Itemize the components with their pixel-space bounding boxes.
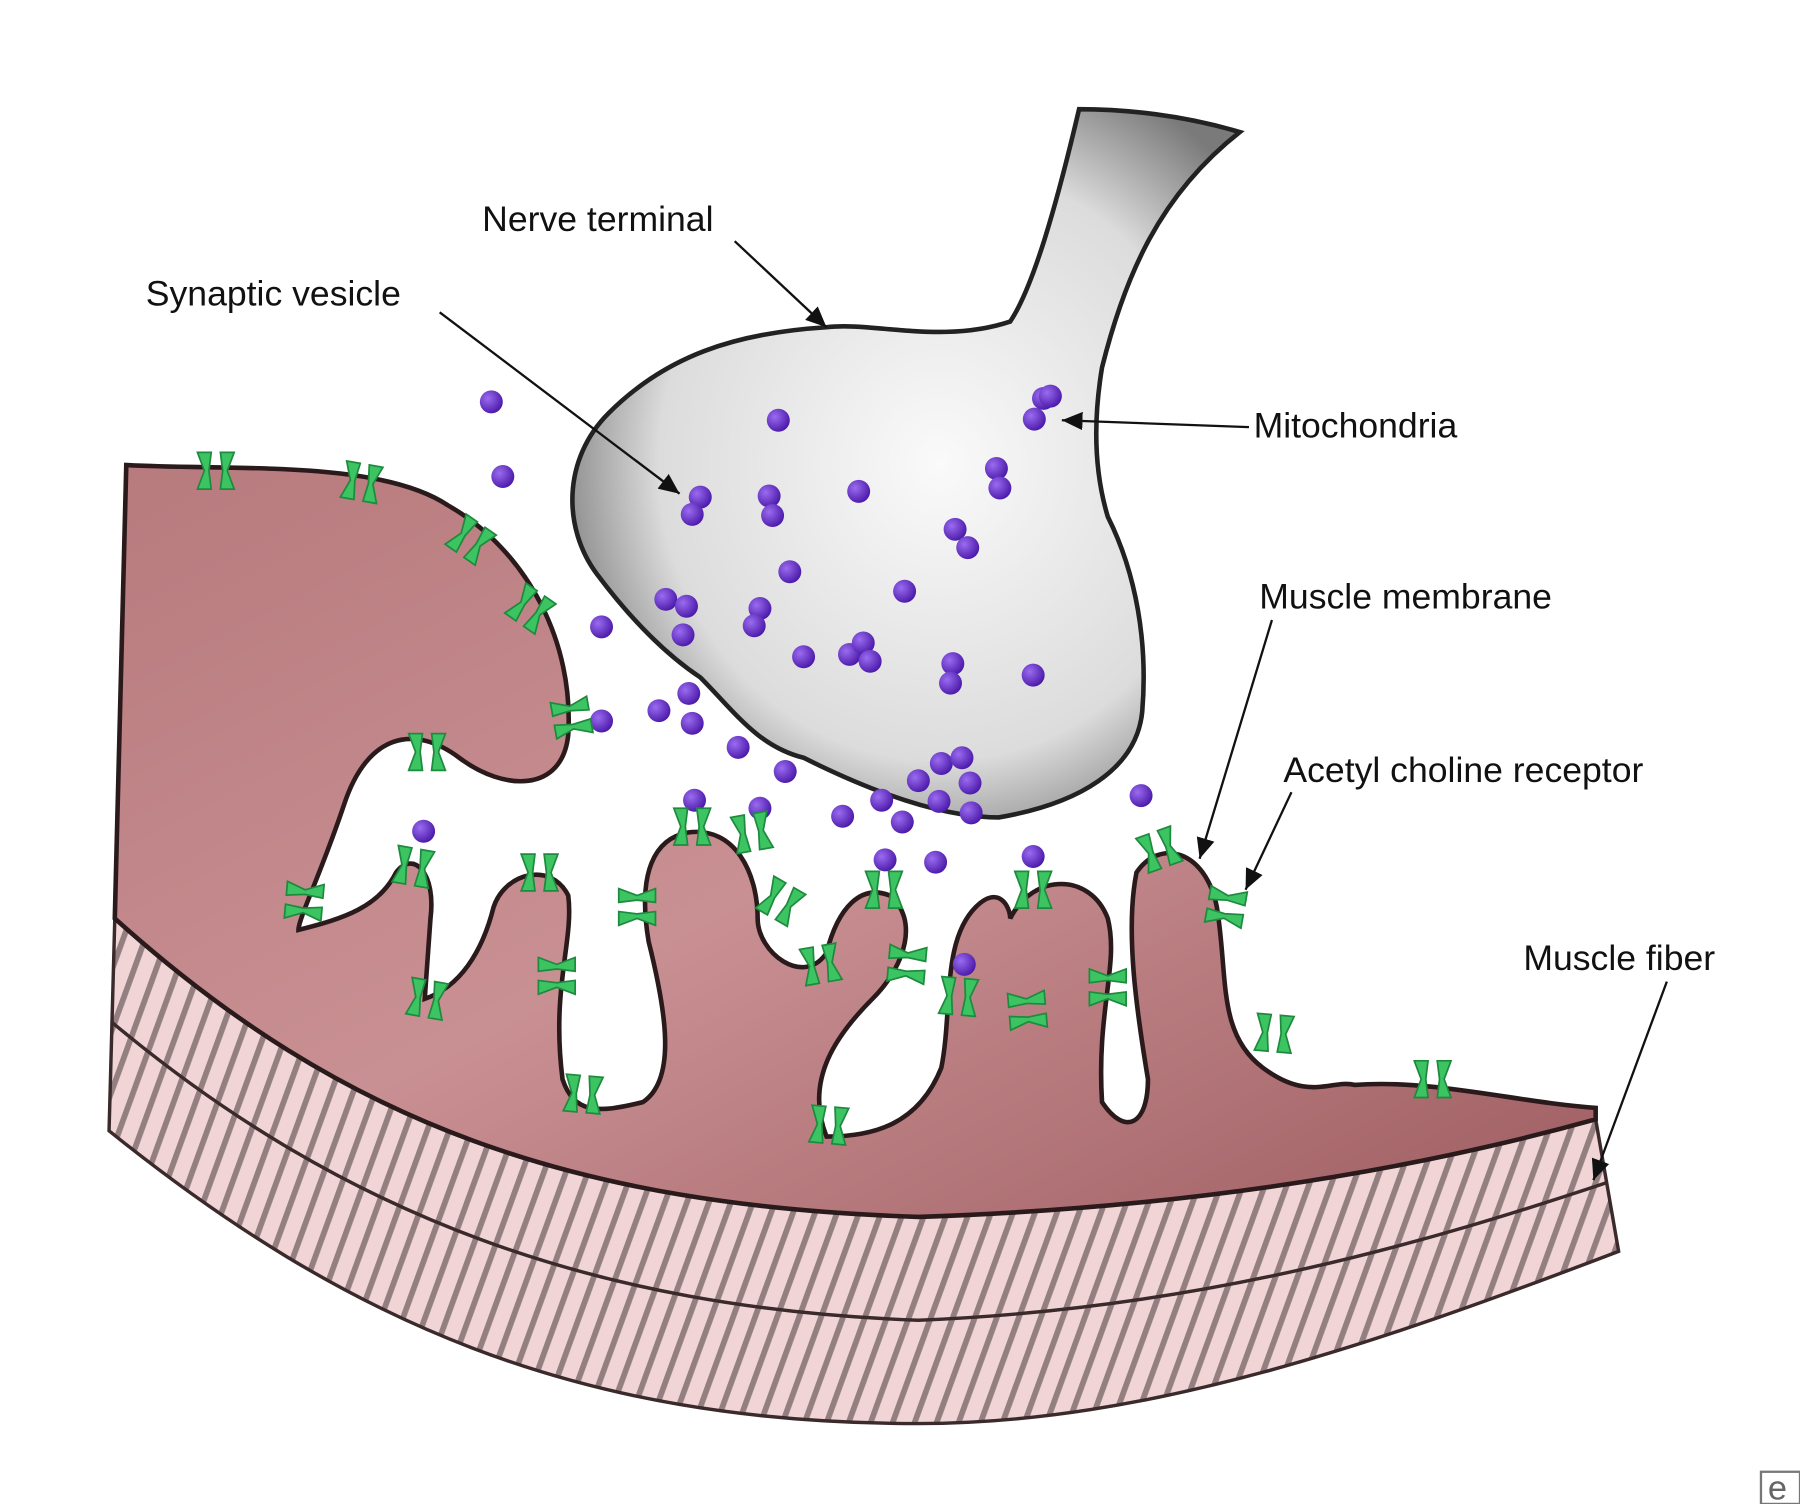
- receptor: [1006, 989, 1049, 1032]
- vesicle: [1022, 407, 1046, 431]
- label-synaptic-vesicle: Synaptic vesicle: [146, 273, 401, 313]
- vesicle: [847, 479, 871, 503]
- receptor: [1088, 967, 1128, 1007]
- receptor: [404, 976, 450, 1022]
- vesicle: [858, 649, 882, 673]
- label-muscle-membrane: Muscle membrane: [1259, 577, 1552, 617]
- vesicle: [680, 711, 704, 735]
- receptor: [338, 459, 385, 505]
- receptor: [798, 942, 844, 987]
- vesicle: [757, 484, 781, 508]
- acetylcholine-receptor-pointer: [1244, 791, 1293, 891]
- muscle-fiber-pointer: [1591, 981, 1668, 1181]
- receptor: [561, 1073, 605, 1115]
- vesicle: [831, 804, 855, 828]
- receptor: [519, 853, 560, 892]
- acetylcholine-receptors: [196, 451, 1453, 1146]
- vesicle: [893, 579, 917, 603]
- receptor: [672, 807, 712, 846]
- vesicle: [671, 623, 695, 647]
- vesicle: [959, 801, 983, 825]
- vesicle: [1129, 784, 1153, 808]
- vesicle: [873, 848, 897, 872]
- vesicle: [766, 408, 790, 432]
- receptor: [537, 956, 576, 996]
- receptor: [1203, 884, 1249, 930]
- vesicle: [742, 614, 766, 638]
- vesicle: [870, 788, 894, 812]
- receptor: [196, 451, 236, 490]
- vesicle: [726, 735, 750, 759]
- vesicle: [939, 671, 962, 695]
- vesicle: [654, 587, 678, 611]
- vesicle: [491, 465, 515, 488]
- vesicle: [952, 952, 976, 976]
- vesicle: [1038, 384, 1062, 408]
- vesicle: [890, 810, 914, 834]
- vesicle: [943, 517, 967, 541]
- receptor: [729, 810, 775, 855]
- vesicle: [988, 476, 1012, 500]
- receptor: [1253, 1012, 1296, 1055]
- vesicle: [906, 769, 930, 793]
- label-acetylcholine-receptor: Acetyl choline receptor: [1283, 750, 1643, 790]
- nerve-terminal: [570, 106, 1245, 820]
- vesicle: [792, 645, 816, 669]
- receptor: [1013, 870, 1053, 909]
- publisher-logo: e: [1759, 1469, 1800, 1504]
- vesicle: [590, 709, 614, 733]
- nerve-terminal-pointer: [733, 240, 828, 329]
- vesicle: [677, 681, 701, 705]
- muscle-membrane: [112, 462, 1598, 1220]
- vesicle: [984, 456, 1008, 480]
- vesicle: [956, 536, 980, 560]
- vesicle: [688, 485, 712, 509]
- vesicle: [773, 760, 797, 783]
- vesicle: [680, 502, 704, 526]
- receptor: [1134, 824, 1185, 875]
- receptor: [407, 732, 447, 772]
- receptor: [864, 870, 904, 909]
- vesicle: [941, 652, 965, 676]
- vesicle: [675, 594, 698, 618]
- receptor: [443, 512, 498, 567]
- mitochondria-pointer: [1061, 411, 1250, 431]
- vesicle: [479, 390, 503, 414]
- vesicle: [647, 699, 671, 723]
- vesicle: [683, 788, 706, 812]
- vesicle: [1021, 663, 1045, 687]
- receptor: [390, 844, 436, 890]
- receptor: [754, 874, 808, 928]
- vesicle: [761, 504, 785, 527]
- receptor: [503, 581, 558, 636]
- vesicle: [924, 850, 948, 874]
- vesicle: [927, 789, 951, 813]
- logo-letter: e: [1768, 1469, 1787, 1504]
- receptor: [937, 975, 980, 1018]
- vesicle: [950, 746, 974, 770]
- label-muscle-fiber: Muscle fiber: [1523, 938, 1715, 978]
- vesicle: [778, 560, 802, 584]
- vesicle: [851, 631, 875, 655]
- receptor: [807, 1104, 851, 1146]
- receptor: [1413, 1059, 1453, 1099]
- label-mitochondria: Mitochondria: [1254, 405, 1458, 445]
- synaptic-vesicle-pointer: [438, 311, 681, 495]
- vesicle: [929, 752, 953, 775]
- label-nerve-terminal: Nerve terminal: [482, 199, 713, 239]
- synaptic-vesicles: [412, 384, 1153, 976]
- receptor: [549, 694, 595, 741]
- vesicle: [1021, 844, 1045, 868]
- receptor: [886, 943, 928, 986]
- receptor: [283, 880, 326, 923]
- vesicle: [412, 819, 436, 843]
- receptor: [617, 887, 657, 927]
- muscle-membrane-pointer: [1196, 619, 1274, 860]
- vesicle: [958, 771, 982, 795]
- vesicle: [590, 615, 614, 639]
